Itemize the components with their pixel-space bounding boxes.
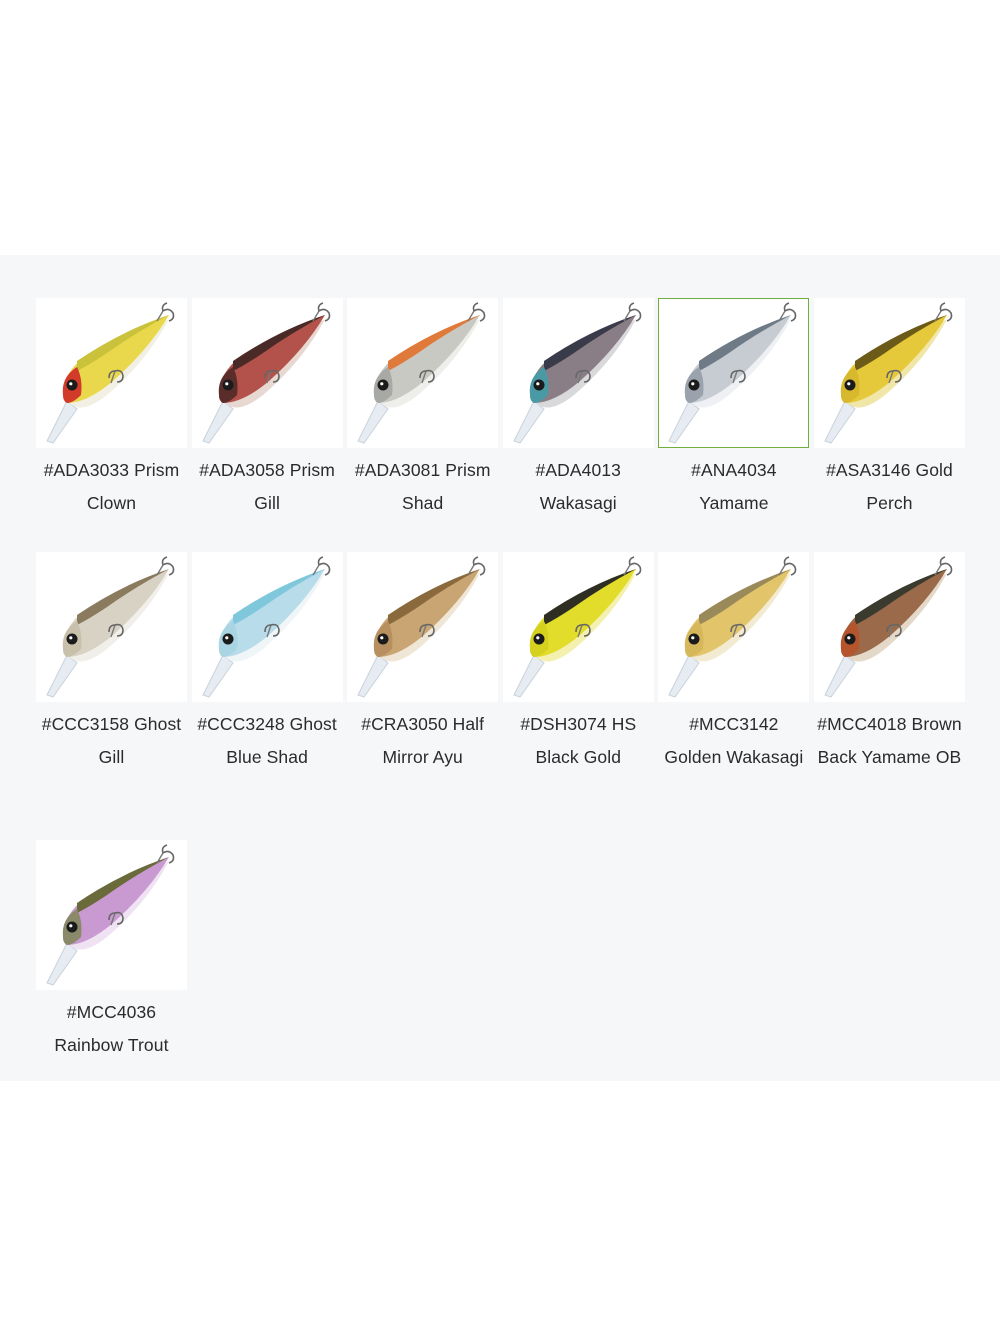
- color-swatch-4[interactable]: #ADA4013 Wakasagi: [502, 298, 654, 519]
- lure-thumbnail: [191, 552, 343, 702]
- lure-thumbnail: [813, 552, 965, 702]
- color-swatch-1[interactable]: #ADA3033 Prism Clown: [36, 298, 187, 519]
- lure-image: [357, 556, 486, 698]
- swatch-row-1: #ADA3033 Prism Clown: [36, 298, 965, 519]
- swatch-label: #ANA4034 Yamame: [691, 460, 777, 513]
- lure-thumbnail: [658, 552, 810, 702]
- lure-thumbnail: [502, 298, 654, 448]
- swatch-label: #ASA3146 Gold Perch: [826, 460, 953, 513]
- color-swatch-3[interactable]: #ADA3081 Prism Shad: [347, 298, 499, 519]
- lure-thumbnail: [191, 298, 343, 448]
- color-swatch-9[interactable]: #CRA3050 Half Mirror Ayu: [347, 552, 499, 773]
- lure-image: [201, 302, 330, 444]
- swatch-label: #MCC4018 Brown Back Yamame OB: [817, 714, 962, 767]
- lure-thumbnail: [347, 298, 499, 448]
- lure-image: [513, 302, 642, 444]
- swatch-label: #MCC3142 Golden Wakasagi: [664, 714, 804, 767]
- swatch-label: #CCC3158 Ghost Gill: [41, 714, 182, 767]
- lure-image: [46, 844, 175, 986]
- lure-thumbnail: [36, 840, 187, 990]
- swatch-label: #MCC4036 Rainbow Trout: [54, 1002, 169, 1055]
- lure-image: [357, 302, 486, 444]
- lure-image: [824, 302, 953, 444]
- swatch-label: #CCC3248 Ghost Blue Shad: [197, 714, 337, 767]
- lure-image: [668, 302, 797, 444]
- swatch-label: #DSH3074 HS Black Gold: [520, 714, 637, 767]
- lure-image: [668, 556, 797, 698]
- lure-image: [46, 302, 175, 444]
- swatch-label: #ADA3081 Prism Shad: [354, 460, 491, 513]
- lure-thumbnail: [36, 298, 187, 448]
- lure-image: [201, 556, 330, 698]
- color-swatch-2[interactable]: #ADA3058 Prism Gill: [191, 298, 343, 519]
- swatch-row-3: #MCC4036 Rainbow Trout: [36, 840, 965, 1061]
- lure-image: [824, 556, 953, 698]
- lure-thumbnail: [347, 552, 499, 702]
- lure-thumbnail: [36, 552, 187, 702]
- color-swatch-10[interactable]: #DSH3074 HS Black Gold: [502, 552, 654, 773]
- lure-thumbnail: [658, 298, 810, 448]
- lure-image: [46, 556, 175, 698]
- color-swatch-12[interactable]: #MCC4018 Brown Back Yamame OB: [813, 552, 965, 773]
- color-swatch-6[interactable]: #ASA3146 Gold Perch: [813, 298, 965, 519]
- swatch-label: #ADA4013 Wakasagi: [535, 460, 621, 513]
- lure-image: [513, 556, 642, 698]
- color-swatch-8[interactable]: #CCC3248 Ghost Blue Shad: [191, 552, 343, 773]
- color-swatch-11[interactable]: #MCC3142 Golden Wakasagi: [658, 552, 810, 773]
- lure-thumbnail: [813, 298, 965, 448]
- swatch-label: #ADA3058 Prism Gill: [199, 460, 335, 513]
- color-swatch-panel: #ADA3033 Prism Clown: [0, 255, 1000, 1081]
- color-swatch-7[interactable]: #CCC3158 Ghost Gill: [36, 552, 187, 773]
- swatch-label: #CRA3050 Half Mirror Ayu: [361, 714, 485, 767]
- lure-thumbnail: [502, 552, 654, 702]
- swatch-label: #ADA3033 Prism Clown: [43, 460, 180, 513]
- color-swatch-5[interactable]: #ANA4034 Yamame: [658, 298, 810, 519]
- color-swatch-13[interactable]: #MCC4036 Rainbow Trout: [36, 840, 187, 1061]
- swatch-row-2: #CCC3158 Ghost Gill: [36, 552, 965, 773]
